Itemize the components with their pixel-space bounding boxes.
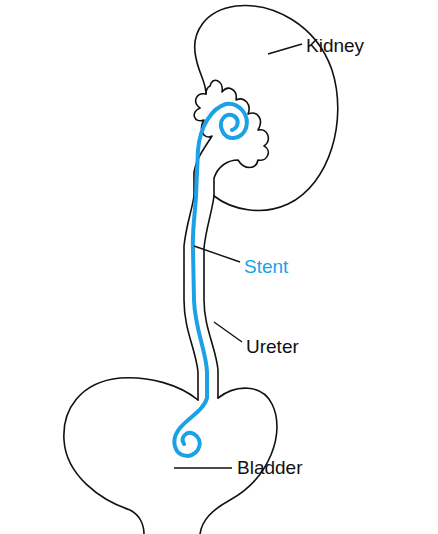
stent-tube: [174, 104, 246, 456]
part-name: Bladder: [237, 457, 303, 479]
leader-line: [214, 322, 242, 342]
part-name: Kidney: [306, 35, 364, 57]
part-name: Stent: [244, 256, 288, 278]
part-name: Ureter: [246, 336, 299, 358]
leader-line: [174, 467, 232, 468]
leader-line: [268, 44, 302, 54]
bladder-outline: [64, 378, 277, 534]
leader-line: [194, 246, 240, 262]
